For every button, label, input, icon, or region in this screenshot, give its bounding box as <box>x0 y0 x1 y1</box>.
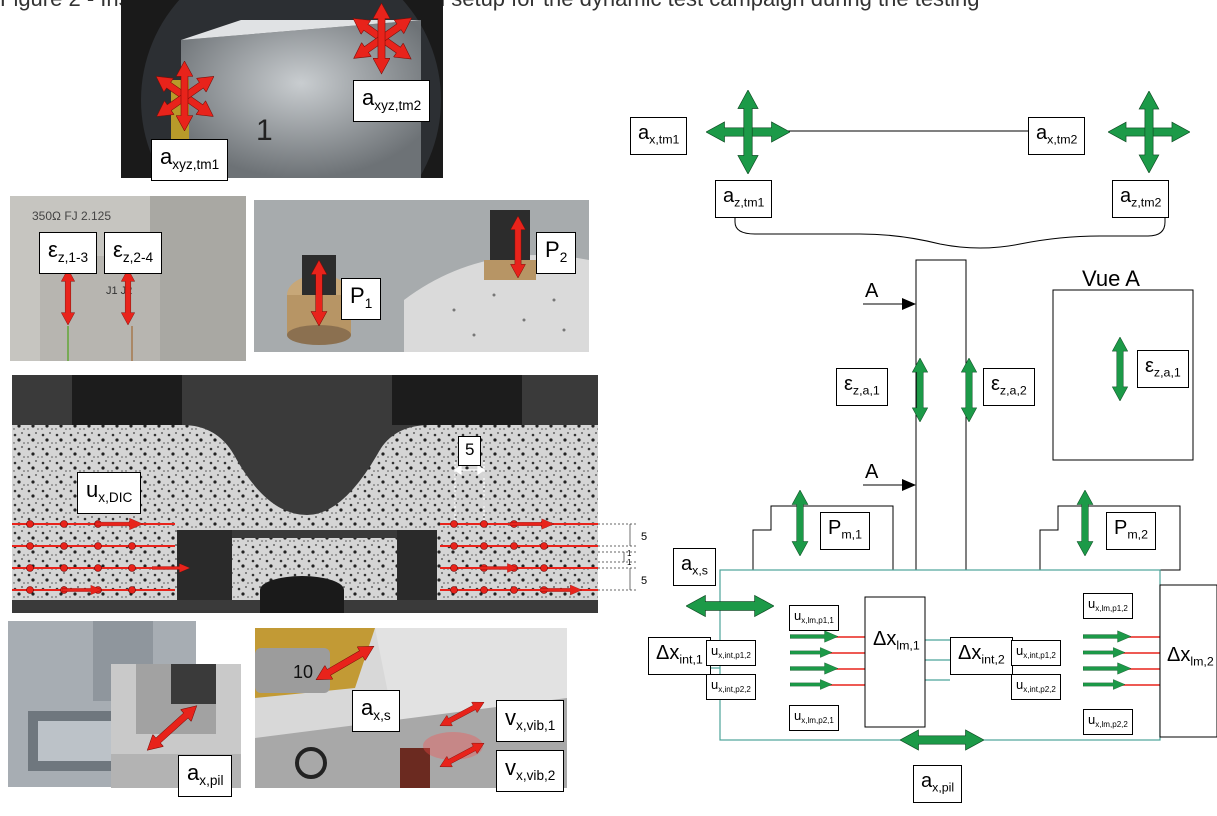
label-u-lm-p1-1: ux,lm,p1,1 <box>789 605 839 631</box>
cross-arrow-tm1 <box>706 90 790 174</box>
photo-force-sensors <box>254 200 589 352</box>
label-a-xyz-tm2: axyz,tm2 <box>353 80 431 123</box>
label-p-m-2: Pm,2 <box>1106 512 1156 550</box>
label-p1: P1 <box>341 278 382 321</box>
label-a-x-s-photo: ax,s <box>352 690 400 733</box>
pil-arrow-diagram <box>900 729 984 751</box>
label-u-x-dic: ux,DIC <box>77 472 142 515</box>
label-eps-z-a-1: εz,a,1 <box>836 368 888 406</box>
pil-arrow <box>141 699 203 757</box>
section-a-bottom: A <box>865 461 879 483</box>
label-a-x-s: ax,s <box>673 548 716 586</box>
label-dx-lm-1: Δxlm,1 <box>873 628 920 653</box>
figure-caption: Figure 2 - Instrumentation of the experi… <box>0 0 980 12</box>
p1-arrow <box>310 260 328 326</box>
label-v-x-vib-1: vx,vib,1 <box>496 700 565 743</box>
eps-view-arrow <box>1111 337 1129 401</box>
pm1-arrow <box>791 490 809 556</box>
dim-5a: 5 <box>641 531 647 543</box>
vib2-arrow <box>436 737 488 773</box>
label-a-x-pil-photo: ax,pil <box>178 755 233 798</box>
label-v-x-vib-2: vx,vib,2 <box>496 750 565 793</box>
label-p2: P2 <box>536 232 577 275</box>
eps-arrow-1 <box>61 269 75 325</box>
dic-lines: 5 1 1 5 <box>12 462 647 596</box>
label-a-z-tm1: az,tm1 <box>715 180 773 218</box>
dim-1a: 1 <box>627 549 632 558</box>
dim-5b: 5 <box>641 575 647 587</box>
label-u-lm-p2-2: ux,lm,p2,2 <box>1083 709 1133 735</box>
label-dx-int-1: Δxint,1 <box>648 637 711 675</box>
label-p-m-1: Pm,1 <box>820 512 870 550</box>
sensor-number: 10 <box>293 662 313 682</box>
label-a-x-tm2: ax,tm2 <box>1028 117 1086 155</box>
vib1-arrow <box>436 696 488 732</box>
label-a-z-tm2: az,tm2 <box>1112 180 1170 218</box>
label-u-lm-p2-1: ux,lm,p2,1 <box>789 705 839 731</box>
label-a-x-tm1: ax,tm1 <box>630 117 688 155</box>
label-dx-lm-2: Δxlm,2 <box>1167 644 1214 669</box>
label-u-int-p1-2-right: ux,int,p1,2 <box>1011 640 1061 666</box>
label-eps-z-a-2: εz,a,2 <box>983 368 1035 406</box>
label-eps-z-2-4: εz,2-4 <box>104 232 163 275</box>
xs-arrow <box>686 594 774 618</box>
gauge-text: 350Ω FJ 2.125 <box>32 209 111 223</box>
pm2-arrow <box>1076 490 1094 556</box>
eps-arrow-2 <box>121 269 135 325</box>
label-dic-spacing: 5 <box>458 436 482 466</box>
label-u-int-p2-2-left: ux,int,p2,2 <box>706 674 756 700</box>
label-a-xyz-tm1: axyz,tm1 <box>151 139 229 182</box>
block-number: 1 <box>256 114 273 147</box>
label-u-int-p2-2-right: ux,int,p2,2 <box>1011 674 1061 700</box>
dim-1b: 1 <box>627 558 632 567</box>
label-u-int-p1-2-left: ux,int,p1,2 <box>706 640 756 666</box>
eps-a2-arrow <box>960 358 978 422</box>
xyz-arrow-tm1 <box>151 61 219 131</box>
p2-arrow <box>510 216 526 278</box>
cross-arrow-tm2 <box>1108 91 1190 173</box>
vue-a-title: Vue A <box>1082 266 1140 291</box>
eps-a1-arrow <box>911 358 929 422</box>
xyz-arrow-tm2 <box>347 2 417 75</box>
section-a-top: A <box>865 280 879 302</box>
label-dx-int-2: Δxint,2 <box>950 637 1013 675</box>
label-u-lm-p1-2: ux,lm,p1,2 <box>1083 593 1133 619</box>
label-eps-z-a-1-view: εz,a,1 <box>1137 350 1189 388</box>
label-eps-z-1-3: εz,1-3 <box>39 232 98 275</box>
xs-arrow-photo <box>311 639 379 687</box>
label-a-x-pil: ax,pil <box>913 765 963 803</box>
